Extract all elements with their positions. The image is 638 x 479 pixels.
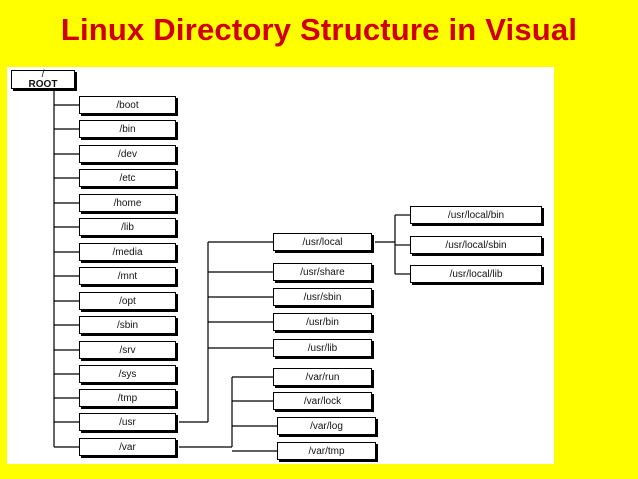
dir-opt: /opt xyxy=(79,292,176,310)
dir-sys: /sys xyxy=(79,365,176,383)
dir-srv: /srv xyxy=(79,341,176,359)
dir-usr-local-lib: /usr/local/lib xyxy=(410,265,542,283)
dir-mnt: /mnt xyxy=(79,267,176,285)
root-label: ROOT xyxy=(28,78,58,90)
dir-usr-share: /usr/share xyxy=(273,263,372,281)
dir-usr: /usr xyxy=(79,413,176,431)
dir-boot: /boot xyxy=(79,96,176,114)
diagram-panel: / ROOT /boot /bin /dev /etc /home /lib /… xyxy=(7,67,554,464)
dir-usr-lib: /usr/lib xyxy=(273,339,372,357)
dir-usr-sbin: /usr/sbin xyxy=(273,288,372,306)
dir-usr-local-bin: /usr/local/bin xyxy=(410,206,542,224)
dir-media: /media xyxy=(79,243,176,261)
dir-var-log: /var/log xyxy=(277,417,376,435)
dir-usr-local: /usr/local xyxy=(273,233,372,251)
dir-bin: /bin xyxy=(79,120,176,138)
dir-tmp: /tmp xyxy=(79,389,176,407)
dir-usr-bin: /usr/bin xyxy=(273,313,372,331)
root-node: / ROOT xyxy=(11,68,75,90)
dir-var-tmp: /var/tmp xyxy=(277,442,376,460)
dir-usr-local-sbin: /usr/local/sbin xyxy=(410,236,542,254)
dir-var-run: /var/run xyxy=(273,368,372,386)
dir-var: /var xyxy=(79,438,176,456)
dir-sbin: /sbin xyxy=(79,316,176,334)
dir-etc: /etc xyxy=(79,169,176,187)
connector-lines xyxy=(53,88,410,452)
dir-home: /home xyxy=(79,194,176,212)
page-title: Linux Directory Structure in Visual xyxy=(60,12,578,47)
dir-dev: /dev xyxy=(79,145,176,163)
root-slash-label: / xyxy=(41,68,45,80)
dir-lib: /lib xyxy=(79,218,176,236)
dir-var-lock: /var/lock xyxy=(273,392,372,410)
